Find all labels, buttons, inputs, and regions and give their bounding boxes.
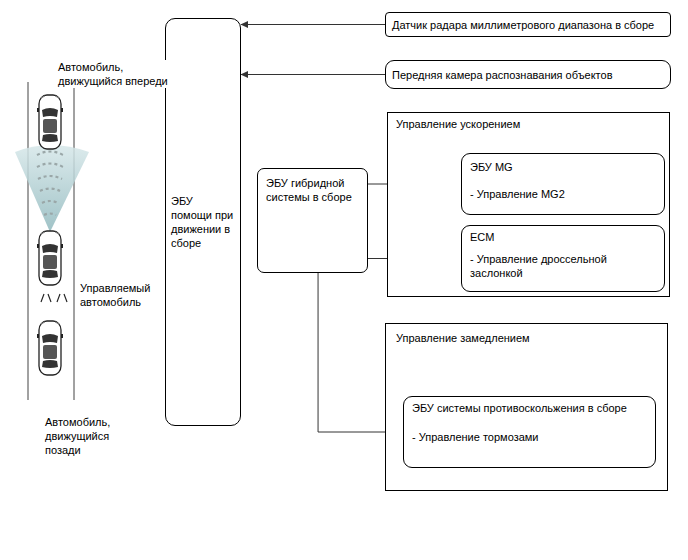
node-box: ЭБУ гибридной системы в сборе	[257, 168, 368, 273]
own-car	[37, 231, 63, 285]
vehicle-label: Автомобиль, движущийся позади	[44, 415, 128, 457]
radar-waves	[37, 152, 63, 216]
node-title: ЭБУ системы противоскольжения в сборе	[412, 401, 647, 415]
node-box: Управление замедлениемЭБУ системы против…	[385, 323, 668, 491]
car-behind	[37, 321, 63, 375]
node-box: Передняя камера распознавания объектов	[385, 60, 671, 89]
signal-connector	[241, 74, 385, 75]
node-title: ECM	[470, 230, 656, 244]
node-title: ЭБУ гибридной системы в сборе	[266, 176, 359, 204]
node-title: Управление ускорением	[396, 117, 661, 131]
road-line	[28, 82, 29, 400]
node-box: ЭБУ MG - Управление MG2	[461, 153, 665, 215]
car-ahead	[37, 95, 63, 149]
signal-connector	[241, 24, 385, 25]
node-title: ЭБУ MG	[470, 160, 656, 174]
vehicle-label: Автомобиль, движущийся впереди	[57, 60, 177, 88]
node-box: ECM - Управление дроссельной заслонкой	[461, 225, 665, 292]
road-line	[74, 82, 75, 400]
vehicle-label: Управляемый автомобиль	[79, 281, 161, 309]
node-box: Управление ускорениемЭБУ MG - Управление …	[387, 112, 670, 297]
node-title: Передняя камера распознавания объектов	[392, 68, 664, 82]
node-body: - Управление дроссельной заслонкой	[470, 252, 656, 280]
node-title: ЭБУ помощи при движении в сборе	[171, 194, 235, 250]
radar-cone	[15, 145, 89, 232]
motion-marks	[41, 294, 67, 302]
node-body: - Управление MG2	[470, 187, 656, 201]
node-title: Управление замедлением	[396, 331, 657, 345]
node-body: - Управление тормозами	[412, 430, 647, 444]
node-box: ЭБУ системы противоскольжения в сборе - У…	[403, 396, 656, 468]
node-box: Датчик радара миллиметрового диапазона в…	[385, 12, 671, 37]
node-title: Датчик радара миллиметрового диапазона в…	[392, 18, 664, 32]
